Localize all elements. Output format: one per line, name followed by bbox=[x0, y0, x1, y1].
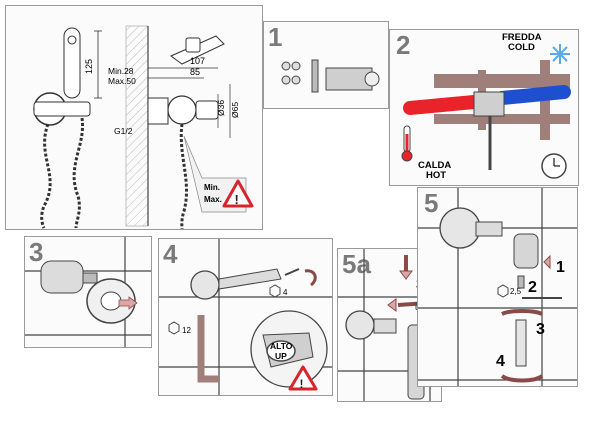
dim-85: 85 bbox=[190, 67, 200, 77]
clock-icon bbox=[541, 153, 567, 179]
step-5-number: 5 bbox=[424, 188, 439, 218]
cover-sleeve bbox=[515, 319, 527, 367]
arrow-down-icon bbox=[399, 270, 413, 280]
step-4-number: 4 bbox=[163, 239, 178, 269]
valve-body bbox=[40, 260, 84, 294]
warning-icon: ! bbox=[222, 179, 254, 208]
cold-label-it: FREDDA bbox=[502, 32, 542, 43]
step-4-panel: 4 4 12 ALTO UP ! bbox=[158, 238, 333, 396]
min-label: Min. bbox=[204, 183, 220, 192]
step-3-number: 3 bbox=[29, 237, 44, 267]
step-label-4: 4 bbox=[496, 353, 505, 370]
step-label-1: 1 bbox=[556, 259, 565, 276]
dim-107: 107 bbox=[190, 56, 205, 66]
cold-pipe bbox=[495, 85, 571, 105]
valve-body bbox=[473, 91, 505, 117]
step-label-3: 3 bbox=[536, 321, 545, 338]
svg-text:!: ! bbox=[300, 377, 304, 391]
thermometer-icon bbox=[401, 125, 413, 162]
svg-text:!: ! bbox=[235, 192, 239, 207]
wall-holder bbox=[190, 270, 220, 300]
valve-body bbox=[147, 97, 169, 125]
rotate-arrow-icon bbox=[501, 309, 543, 316]
hex-key-icon bbox=[497, 284, 509, 298]
step-5a-number: 5a bbox=[342, 249, 371, 279]
snowflake-icon bbox=[550, 44, 570, 64]
step-2-panel: 2 FREDDA COLD C bbox=[389, 29, 579, 186]
dim-g12: G1/2 bbox=[114, 126, 133, 136]
up-label: UP bbox=[275, 351, 287, 361]
step-4-illustration: 4 12 ALTO UP ! bbox=[159, 239, 332, 395]
mounting-bracket bbox=[434, 74, 570, 88]
dim-min28: Min.28 bbox=[108, 66, 134, 76]
technical-drawing-panel: 125 107 85 Min.28 Max.50 Ø36 Ø65 G1/2 Mi… bbox=[5, 5, 263, 230]
hex-size-25: 2,5 bbox=[510, 287, 522, 296]
hot-label-en: HOT bbox=[426, 170, 446, 181]
arrow-left-icon bbox=[387, 298, 397, 312]
step-5-panel: 5 2,5 1 2 3 4 bbox=[417, 187, 578, 387]
hose-right bbox=[72, 117, 85, 229]
cold-label-en: COLD bbox=[508, 42, 535, 53]
dim-65: Ø65 bbox=[230, 102, 240, 118]
hex-size-4: 4 bbox=[283, 288, 288, 297]
rotate-arrow-icon-2 bbox=[500, 374, 544, 383]
screw-icon bbox=[281, 61, 301, 85]
wall-flange bbox=[345, 310, 375, 340]
hot-pipe bbox=[403, 95, 481, 115]
step-3-panel: 3 bbox=[24, 236, 152, 348]
rotate-arrow-icon bbox=[304, 269, 317, 287]
arrow-left-icon bbox=[543, 254, 551, 270]
sprayer bbox=[218, 268, 282, 290]
alto-label: ALTO bbox=[270, 341, 293, 351]
warning-icon: ! bbox=[288, 365, 318, 391]
hot-label-it: CALDA bbox=[418, 160, 451, 171]
dim-125: 125 bbox=[84, 59, 94, 74]
step-1-illustration bbox=[281, 59, 380, 93]
technical-drawing: 125 107 85 Min.28 Max.50 Ø36 Ø65 G1/2 Mi… bbox=[33, 25, 254, 229]
step-1-number: 1 bbox=[268, 22, 283, 52]
max-label: Max. bbox=[204, 195, 222, 204]
step-3-illustration bbox=[25, 237, 151, 347]
hex-key-icon bbox=[269, 284, 281, 298]
step-5-illustration: 2,5 1 2 3 4 bbox=[418, 188, 577, 386]
hex-size-12: 12 bbox=[182, 326, 191, 335]
hand-shower-front bbox=[63, 27, 81, 99]
step-label-2: 2 bbox=[528, 279, 537, 296]
hex-key-icon-12 bbox=[168, 321, 180, 335]
wrench-icon bbox=[197, 315, 219, 383]
dim-36: Ø36 bbox=[216, 100, 226, 116]
step-1-panel: 1 bbox=[263, 21, 389, 109]
dim-max50: Max.50 bbox=[108, 76, 136, 86]
hose-left bbox=[40, 123, 52, 229]
step-2-number: 2 bbox=[396, 30, 411, 60]
arrow-icon bbox=[118, 296, 138, 310]
knob-body bbox=[513, 233, 539, 269]
wall-flange bbox=[439, 207, 481, 249]
step-2-illustration: FREDDA COLD CALDA HOT bbox=[401, 32, 571, 181]
